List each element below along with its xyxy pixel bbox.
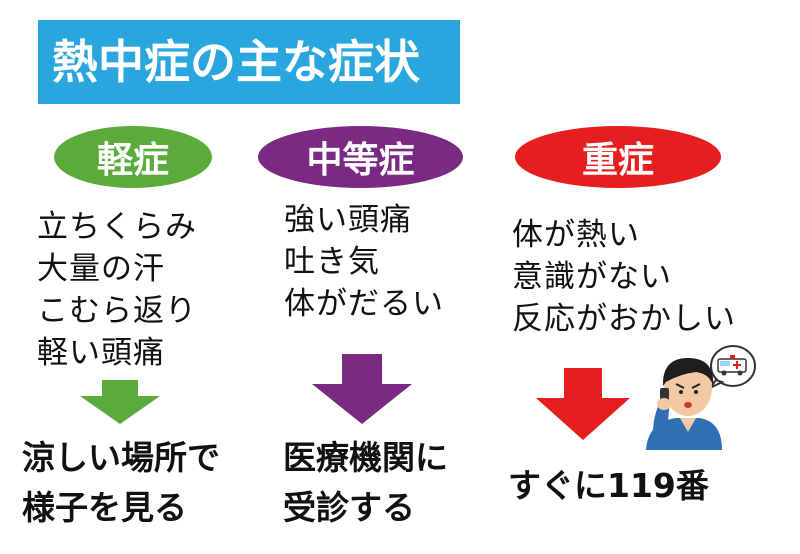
action-line: 涼しい場所で — [22, 438, 220, 477]
symptom-item: こむら返り — [37, 293, 197, 329]
symptom-item: 反応がおかしい — [512, 301, 736, 337]
level-badge-severe: 重症 — [515, 126, 721, 188]
symptom-item: 軽い頭痛 — [37, 335, 165, 371]
down-arrow-icon — [536, 368, 630, 440]
person-on-phone-icon — [646, 345, 756, 450]
symptom-item: 体がだるい — [284, 286, 444, 322]
symptom-item: 立ちくらみ — [37, 209, 197, 245]
action-mild: 涼しい場所で 様子を見る — [22, 433, 220, 533]
ambulance-icon — [717, 355, 747, 376]
symptom-item: 体が熱い — [512, 217, 640, 253]
action-line: 様子を見る — [22, 488, 187, 527]
action-severe: すぐに119番 — [508, 461, 709, 511]
symptom-item: 意識がない — [512, 259, 672, 295]
level-badge-moderate: 中等症 — [258, 126, 463, 188]
symptom-item: 大量の汗 — [37, 251, 165, 287]
page-title: 熱中症の主な症状 — [38, 20, 460, 104]
down-arrow-icon — [312, 354, 412, 424]
action-line: 医療機関に — [283, 438, 448, 477]
symptom-list-severe: 体が熱い 意識がない 反応がおかしい — [512, 214, 736, 340]
level-badge-mild: 軽症 — [54, 126, 212, 188]
symptom-list-moderate: 強い頭痛 吐き気 体がだるい — [284, 199, 444, 325]
action-line: 受診する — [283, 488, 415, 527]
action-line: すぐに119番 — [508, 466, 709, 505]
symptom-list-mild: 立ちくらみ 大量の汗 こむら返り 軽い頭痛 — [37, 206, 197, 374]
symptom-item: 強い頭痛 — [284, 202, 412, 238]
symptom-item: 吐き気 — [284, 244, 380, 280]
action-moderate: 医療機関に 受診する — [283, 433, 448, 533]
down-arrow-icon — [80, 380, 160, 424]
